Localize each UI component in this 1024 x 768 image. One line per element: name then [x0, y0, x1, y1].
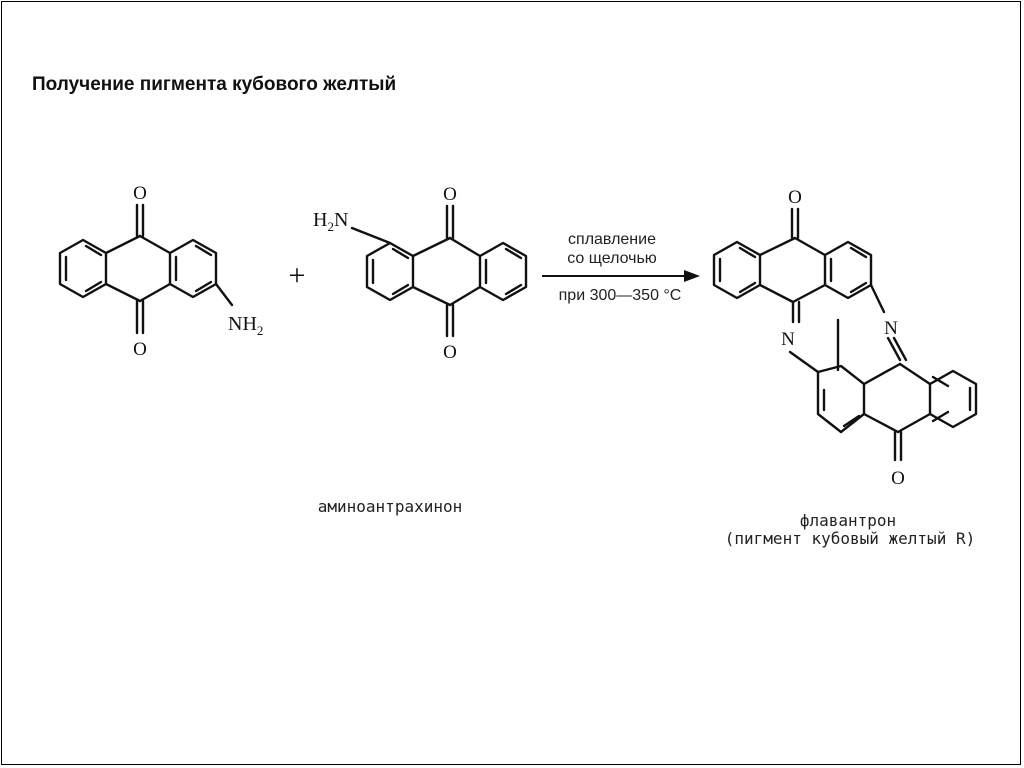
reactant-2-amino-h: H [313, 209, 327, 231]
reactant-2-amino-sub: 2 [327, 219, 334, 234]
product-caption-line-2: (пигмент кубовый желтый R) [725, 529, 975, 548]
reactant-1-amino-group: NH2 [228, 313, 263, 338]
reactant-caption: аминоантрахинон [318, 497, 463, 516]
plus-sign: + [289, 259, 306, 292]
reactant-1-oxygen-bottom: O [133, 339, 147, 360]
reactant-2-amino-group: H2N [313, 209, 348, 234]
product-structure [712, 207, 978, 462]
product-caption-line-1: флавантрон [800, 511, 896, 530]
condition-line-2: со щелочью [567, 250, 657, 267]
reactant-2-amino-n: N [334, 209, 348, 231]
product-nitrogen-right: N [884, 318, 898, 339]
product-oxygen-top: O [788, 187, 802, 208]
condition-line-1: сплавление [568, 231, 656, 248]
reaction-arrow [542, 270, 700, 282]
reactant-1-amino-sub: 2 [257, 323, 264, 338]
reactant-2-oxygen-bottom: O [443, 342, 457, 363]
reactant-1-amino-n: NH [228, 313, 257, 335]
reactant-2-structure [350, 204, 528, 338]
product-oxygen-bottom: O [891, 468, 905, 489]
slide-title: Получение пигмента кубового желтый [32, 74, 397, 95]
reactant-1-structure [58, 203, 234, 335]
reactant-2-oxygen-top: O [443, 184, 457, 205]
condition-line-3: при 300—350 °С [559, 287, 682, 304]
product-nitrogen-left: N [781, 329, 795, 350]
reactant-1-oxygen-top: O [133, 183, 147, 204]
